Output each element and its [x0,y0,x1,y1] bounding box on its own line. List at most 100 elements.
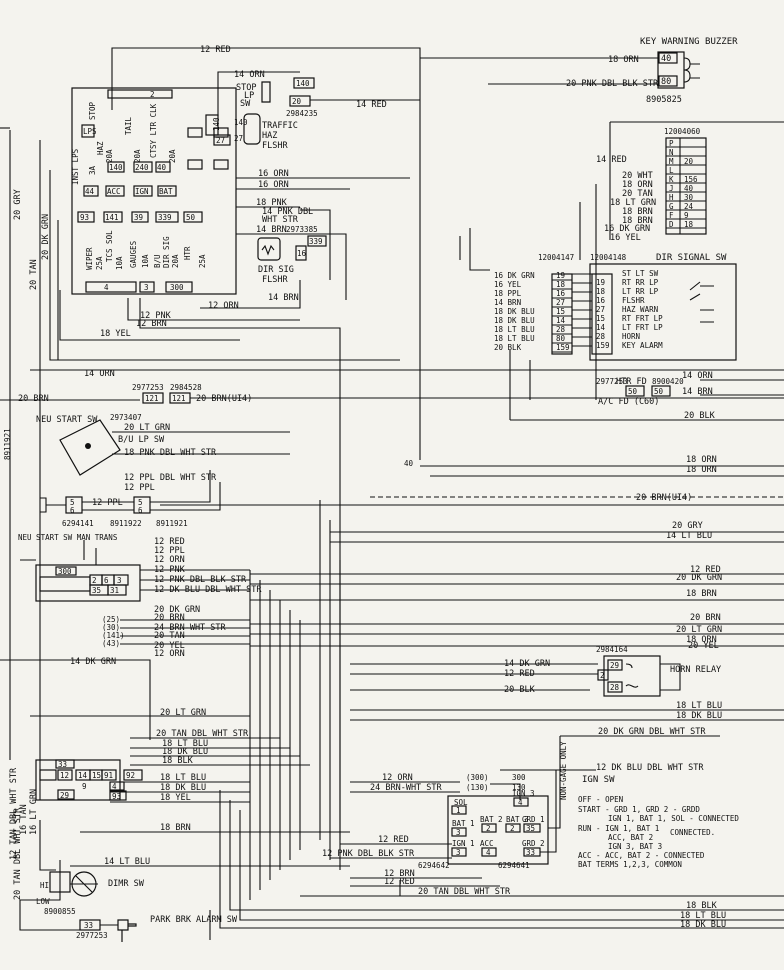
mw-18blk: 18 BLK [162,756,194,766]
c060-w5: 18 BRN [622,207,653,217]
c060-pin: L [669,166,674,175]
rw-14orn: 14 ORN [682,371,713,381]
c147-part: 12004147 [538,253,574,262]
fuse-50: 50 [186,213,196,222]
fuse-339: 339 [158,213,172,222]
dsw-val: 28 [596,332,606,341]
bh-3: 3 [117,576,122,585]
c147-wire: 14 BRN [494,298,521,307]
c060-w4: 18 LT GRN [610,198,656,208]
rw-20brn: 20 BRN [690,613,721,623]
fuse-20a-2: 20A [133,149,142,163]
mw-18yel: 18 YEL [160,793,191,803]
c060-val: 9 [684,211,689,220]
lc-12: 12 [60,771,69,780]
ign-300: 300 [512,773,526,782]
mw-14ltblu: 14 LT BLU [104,857,150,867]
lc-9: 9 [82,782,87,791]
c060-w7: 16 DK GRN [604,224,650,234]
bulkhead-wire-label: 12 PPL [154,546,185,556]
dsw-val: 19 [596,278,605,287]
ign-12orn: 12 ORN [382,773,413,783]
ign-bat2: BAT 2 [480,815,503,824]
bulkhead-wire-label: 20 BRN [154,613,185,623]
bt-18blk: 18 BLK [686,901,718,911]
haz-label: HAZ [262,131,277,141]
c060-w0: 14 RED [596,155,627,165]
fuse-lps-label: LPS [83,127,97,136]
ign-nongage: NON-GAGE ONLY [559,741,568,800]
bt-33: 33 [84,921,93,930]
bh-c141: (141) [102,631,125,640]
dirsig-label: DIR SIG [258,265,294,275]
bt-18ltblu: 18 LT BLU [680,911,726,921]
w-14brn: 14 BRN [256,225,287,235]
rw-18orn3: 18 ORN [686,635,717,645]
dsw-val: 14 [596,323,606,332]
lower-connector: 33 12 14 15 91 92 9 4 29 93 [35,759,143,801]
ign-c130: (130) [466,783,489,792]
wire-12red-top: 12 RED [200,45,231,55]
c147-val: 18 [556,280,566,289]
rw-12red: 12 RED [690,565,721,575]
sw-label: SW [240,99,251,109]
ign-grd1: GRD 1 [522,815,545,824]
ign-note-1: START - GRD 1, GRD 2 - GRDD [578,805,700,814]
rw-18brn: 18 BRN [686,589,717,599]
lp-label: LP [244,91,254,101]
rw-14brn: 14 BRN [682,387,713,397]
fuse-140: 140 [109,163,123,172]
fuse-20a-3: 20A [168,149,177,163]
c147-wire: 18 PPL [494,289,522,298]
ign-notes: OFF - OPEN START - GRD 1, GRD 2 - GRDD I… [578,795,739,869]
bt-part: 8900855 [44,907,76,916]
c060-w1: 20 WHT [622,171,653,181]
w-20brn-ui4: 20 BRN(UI4) [196,394,252,404]
c060-val: 156 [684,175,698,184]
dsw-label: FLSHR [622,296,645,305]
htr-50b: 50 [654,387,664,396]
c060-val: 18 [684,220,694,229]
ign-grd2: GRD 2 [522,839,545,848]
fuse-stop-label: STOP [88,101,97,120]
lc-29: 29 [60,791,69,800]
dsw-label: KEY ALARM [622,341,663,350]
fuse-44: 44 [85,187,95,196]
rw-14ltblu: 14 LT BLU [666,531,712,541]
htr-label: HTR FD [616,377,647,387]
neu-switch-body-icon [59,419,121,476]
ign-130: 130 [512,783,526,792]
c060-val: 24 [684,202,694,211]
ign-bat3: BAT 3 [506,815,529,824]
dsw-label: LT RR LP [622,287,659,296]
bulkhead-wire-label: 12 ORN [154,555,185,565]
c060-w3: 20 TAN [622,189,653,199]
dsw-part: 12004148 [590,253,627,262]
fuse-dirsig-label: DIR SIG [162,236,171,268]
flasher-wire-14orn: 14 ORN [234,70,265,80]
fuse-wiper-label: WIPER [85,247,94,270]
horn-w7: 12 DK BLU DBL WHT STR [596,763,704,773]
neu-mantrans: NEU START SW MAN TRANS [18,533,118,542]
bt-16tan: 16 TAN [19,804,29,835]
fuse-20a-1: 20A [105,149,114,163]
neu-part: 2973407 [110,413,142,422]
bottom-area: 12 TAN DBL WHT STR 16 TAN 16 LT GRN 20 T… [9,767,784,942]
c147-val: 80 [556,334,566,343]
ign-note-2: IGN 1, BAT 1, SOL - CONNECTED [608,814,739,823]
ignition-switch: 12 ORN 24 BRN-WHT STR (300) (130) 300 13… [300,736,784,897]
bh-31: 31 [110,586,119,595]
rw-20gry: 20 GRY [672,521,703,531]
ign-20tan: 20 TAN DBL WHT STR [418,887,511,897]
c060-pin: G [669,202,674,211]
neu-20ltgrn: 20 LT GRN [124,423,170,433]
fuse-ign: IGN [135,187,149,196]
bulkhead-wire-label: 20 DK GRN [154,605,200,615]
neu-p1: 6294141 [62,519,94,528]
ign-12pnk: 12 PNK DBL BLK STR [322,849,415,859]
neu-12ppl: 12 PPL DBL WHT STR [124,473,217,483]
neu-bulp: B/U LP SW [118,435,165,445]
